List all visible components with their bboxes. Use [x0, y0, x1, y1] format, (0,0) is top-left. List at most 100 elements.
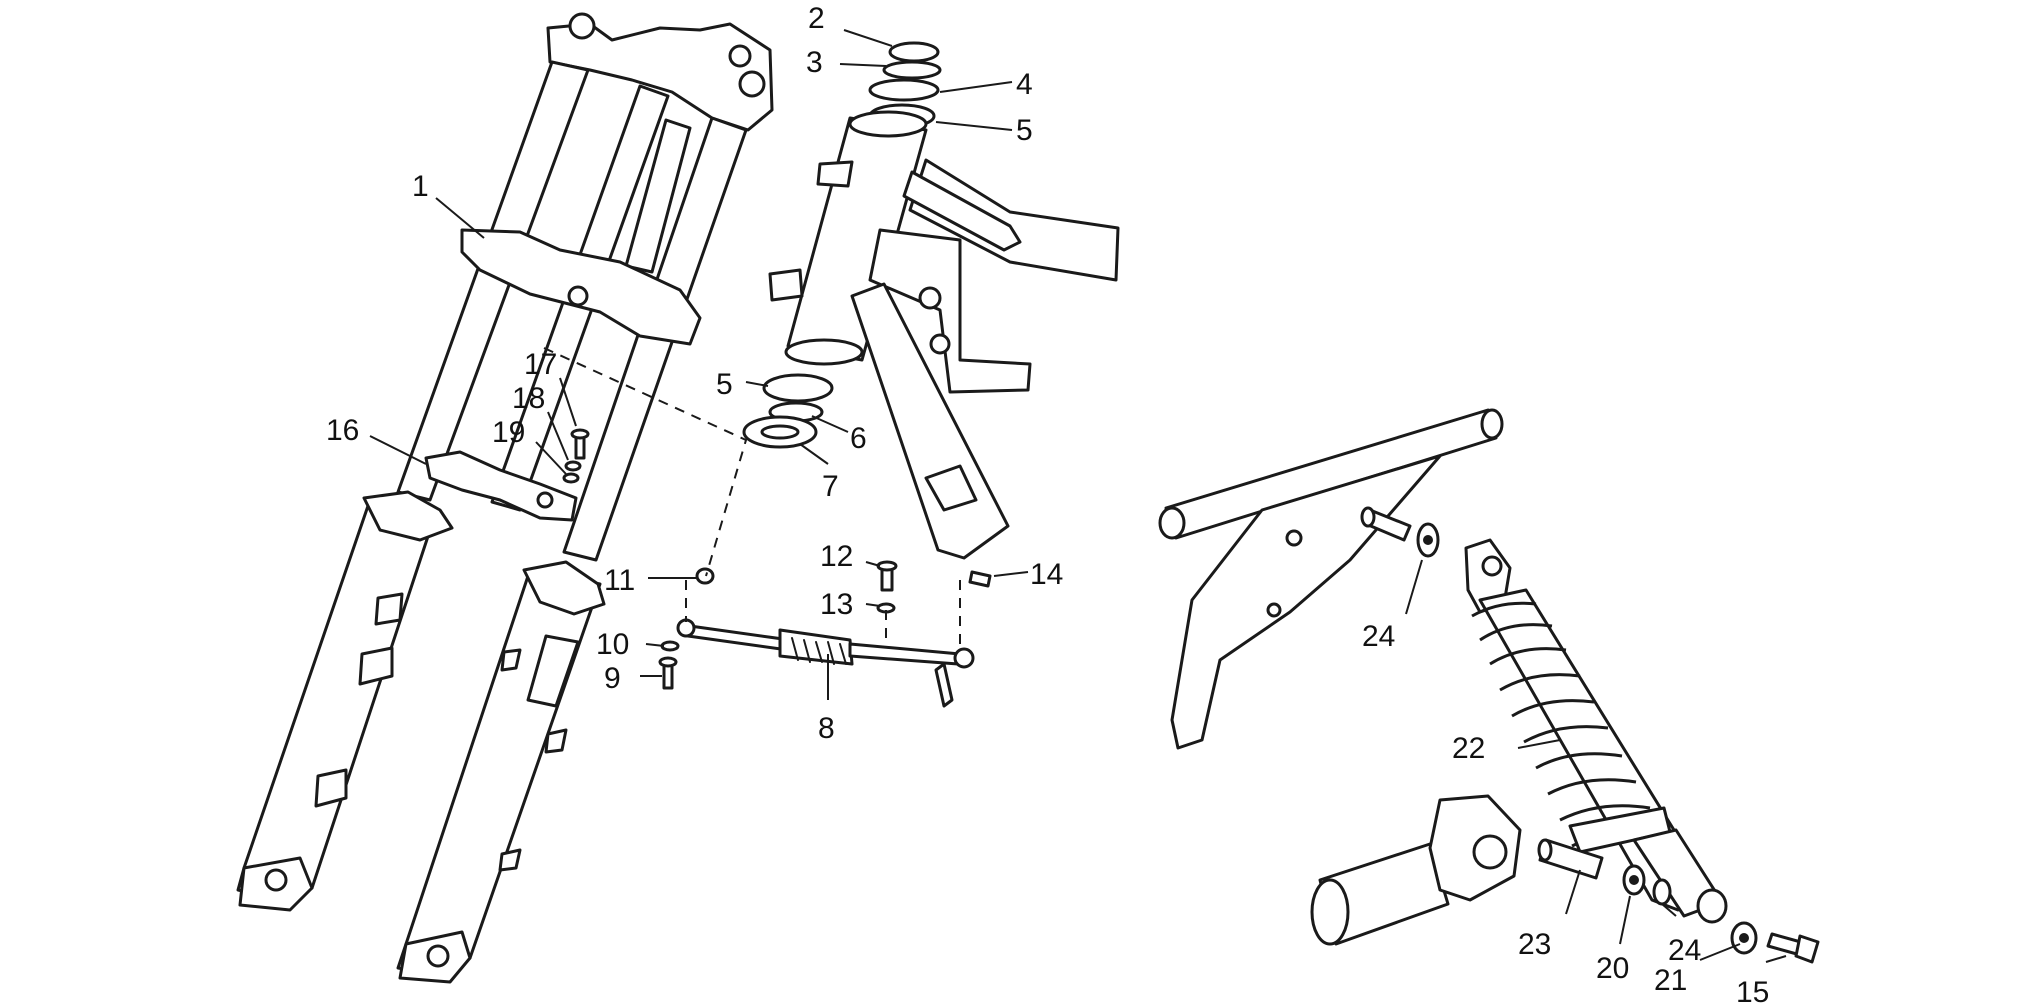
plate-hole	[1266, 602, 1282, 618]
washer-21-hole	[1739, 933, 1749, 943]
gusset-hole	[918, 286, 942, 310]
callout-15: 15	[1736, 976, 1769, 1005]
fork-slider-left	[236, 498, 438, 902]
callout-3: 3	[806, 46, 823, 79]
slider-window	[526, 634, 580, 708]
callout-20: 20	[1596, 952, 1629, 985]
slider-clamp-left	[362, 490, 454, 542]
rear-suspension-assembly	[1158, 408, 1820, 964]
damper-bracket	[934, 662, 954, 708]
gusset-hole	[929, 333, 951, 355]
callout-9: 9	[604, 662, 621, 695]
steering-stem	[624, 118, 692, 274]
washer-10	[660, 640, 680, 652]
steering-stop	[816, 160, 854, 188]
washer-19	[562, 472, 580, 484]
clamp-nut	[568, 12, 596, 40]
callout-19: 19	[492, 416, 525, 449]
damper-body	[778, 628, 854, 666]
callout-4: 4	[1016, 68, 1033, 101]
upper-triple-clamp	[546, 22, 774, 132]
callout-8: 8	[818, 712, 835, 745]
frame-brace	[902, 170, 1022, 252]
callout-17: 17	[524, 348, 557, 381]
callout-7: 7	[822, 470, 839, 503]
callout-5-upper: 5	[1016, 114, 1033, 147]
slider-clamp-right	[522, 560, 606, 616]
plate-hole	[1285, 529, 1303, 547]
frame-down-tube	[850, 282, 1010, 560]
washer-20-hole	[1629, 875, 1639, 885]
damper-eye-left	[676, 618, 696, 638]
bolt-14	[968, 570, 992, 588]
callout-24-lower: 24	[1668, 934, 1701, 967]
mount-tab	[314, 768, 348, 808]
callout-2: 2	[808, 2, 825, 35]
mount-tab	[374, 592, 404, 626]
bolt-9-head	[658, 656, 678, 668]
swingarm-tube-end	[1310, 878, 1350, 946]
callout-12: 12	[820, 540, 853, 573]
shock-bottom-eye	[1696, 888, 1728, 924]
lock-washer	[882, 60, 942, 80]
assembly-centerline	[543, 347, 748, 577]
bolt-17-head	[570, 428, 590, 440]
damper-knurl	[791, 637, 847, 665]
frame-top-tube	[908, 158, 1120, 282]
bearing-cup-upper	[868, 78, 940, 102]
callout-11: 11	[604, 564, 635, 597]
washer-24-lower	[1652, 878, 1672, 906]
callout-22: 22	[1452, 732, 1485, 765]
callout-14: 14	[1030, 558, 1063, 591]
fork-tube-left	[396, 60, 590, 502]
frame-gusset	[868, 228, 1032, 394]
callout-1: 1	[412, 170, 429, 203]
callout-13: 13	[820, 588, 853, 621]
mount-tab	[500, 648, 522, 672]
brace-bolt-hole	[536, 491, 554, 509]
rear-frame-tube-end	[1158, 506, 1186, 540]
pin-23-head	[1537, 838, 1553, 862]
callout-23: 23	[1518, 928, 1551, 961]
bolt-15-head	[1794, 934, 1820, 964]
clamp-nut	[738, 70, 766, 98]
axle-hole-right	[426, 944, 450, 968]
shock-mount-pin-end	[1360, 506, 1376, 528]
lower-bearing	[762, 373, 834, 403]
head-tube-bottom	[784, 338, 864, 366]
mount-tab	[498, 848, 522, 872]
mount-tab	[358, 646, 394, 686]
bearing-cover-hole	[760, 424, 800, 440]
fork-brace	[424, 450, 578, 522]
down-tube-tab	[924, 464, 978, 512]
steering-nut	[888, 41, 940, 63]
callout-5-lower: 5	[716, 368, 733, 401]
damper-rod	[686, 624, 792, 652]
rear-frame-tube-end	[1480, 408, 1504, 440]
nut-11	[695, 567, 715, 585]
rear-frame-plate	[1170, 454, 1442, 750]
damper-rod-right	[848, 642, 962, 666]
damper-eye-right	[953, 647, 975, 669]
steering-head-assembly	[742, 41, 1120, 560]
callout-10: 10	[596, 628, 629, 661]
fork-slider-right	[396, 568, 602, 977]
swingarm-mount-hole	[1472, 834, 1508, 870]
bolt-12-head	[876, 560, 898, 572]
shock-spring	[1471, 601, 1665, 848]
callout-16: 16	[326, 414, 359, 447]
callout-24-upper: 24	[1362, 620, 1395, 653]
steering-damper-assembly	[543, 347, 992, 708]
mount-tab	[544, 728, 568, 754]
callout-18: 18	[512, 382, 545, 415]
front-fork-assembly	[236, 12, 774, 984]
head-tube-top	[848, 110, 928, 138]
washer-18	[564, 460, 582, 472]
clamp-nut	[728, 44, 752, 68]
shock-top-eye-hole	[1481, 555, 1503, 577]
damper-clamp	[768, 268, 804, 302]
callout-6: 6	[850, 422, 867, 455]
washer-24-upper-hole	[1423, 535, 1433, 545]
axle-hole-left	[264, 868, 288, 892]
